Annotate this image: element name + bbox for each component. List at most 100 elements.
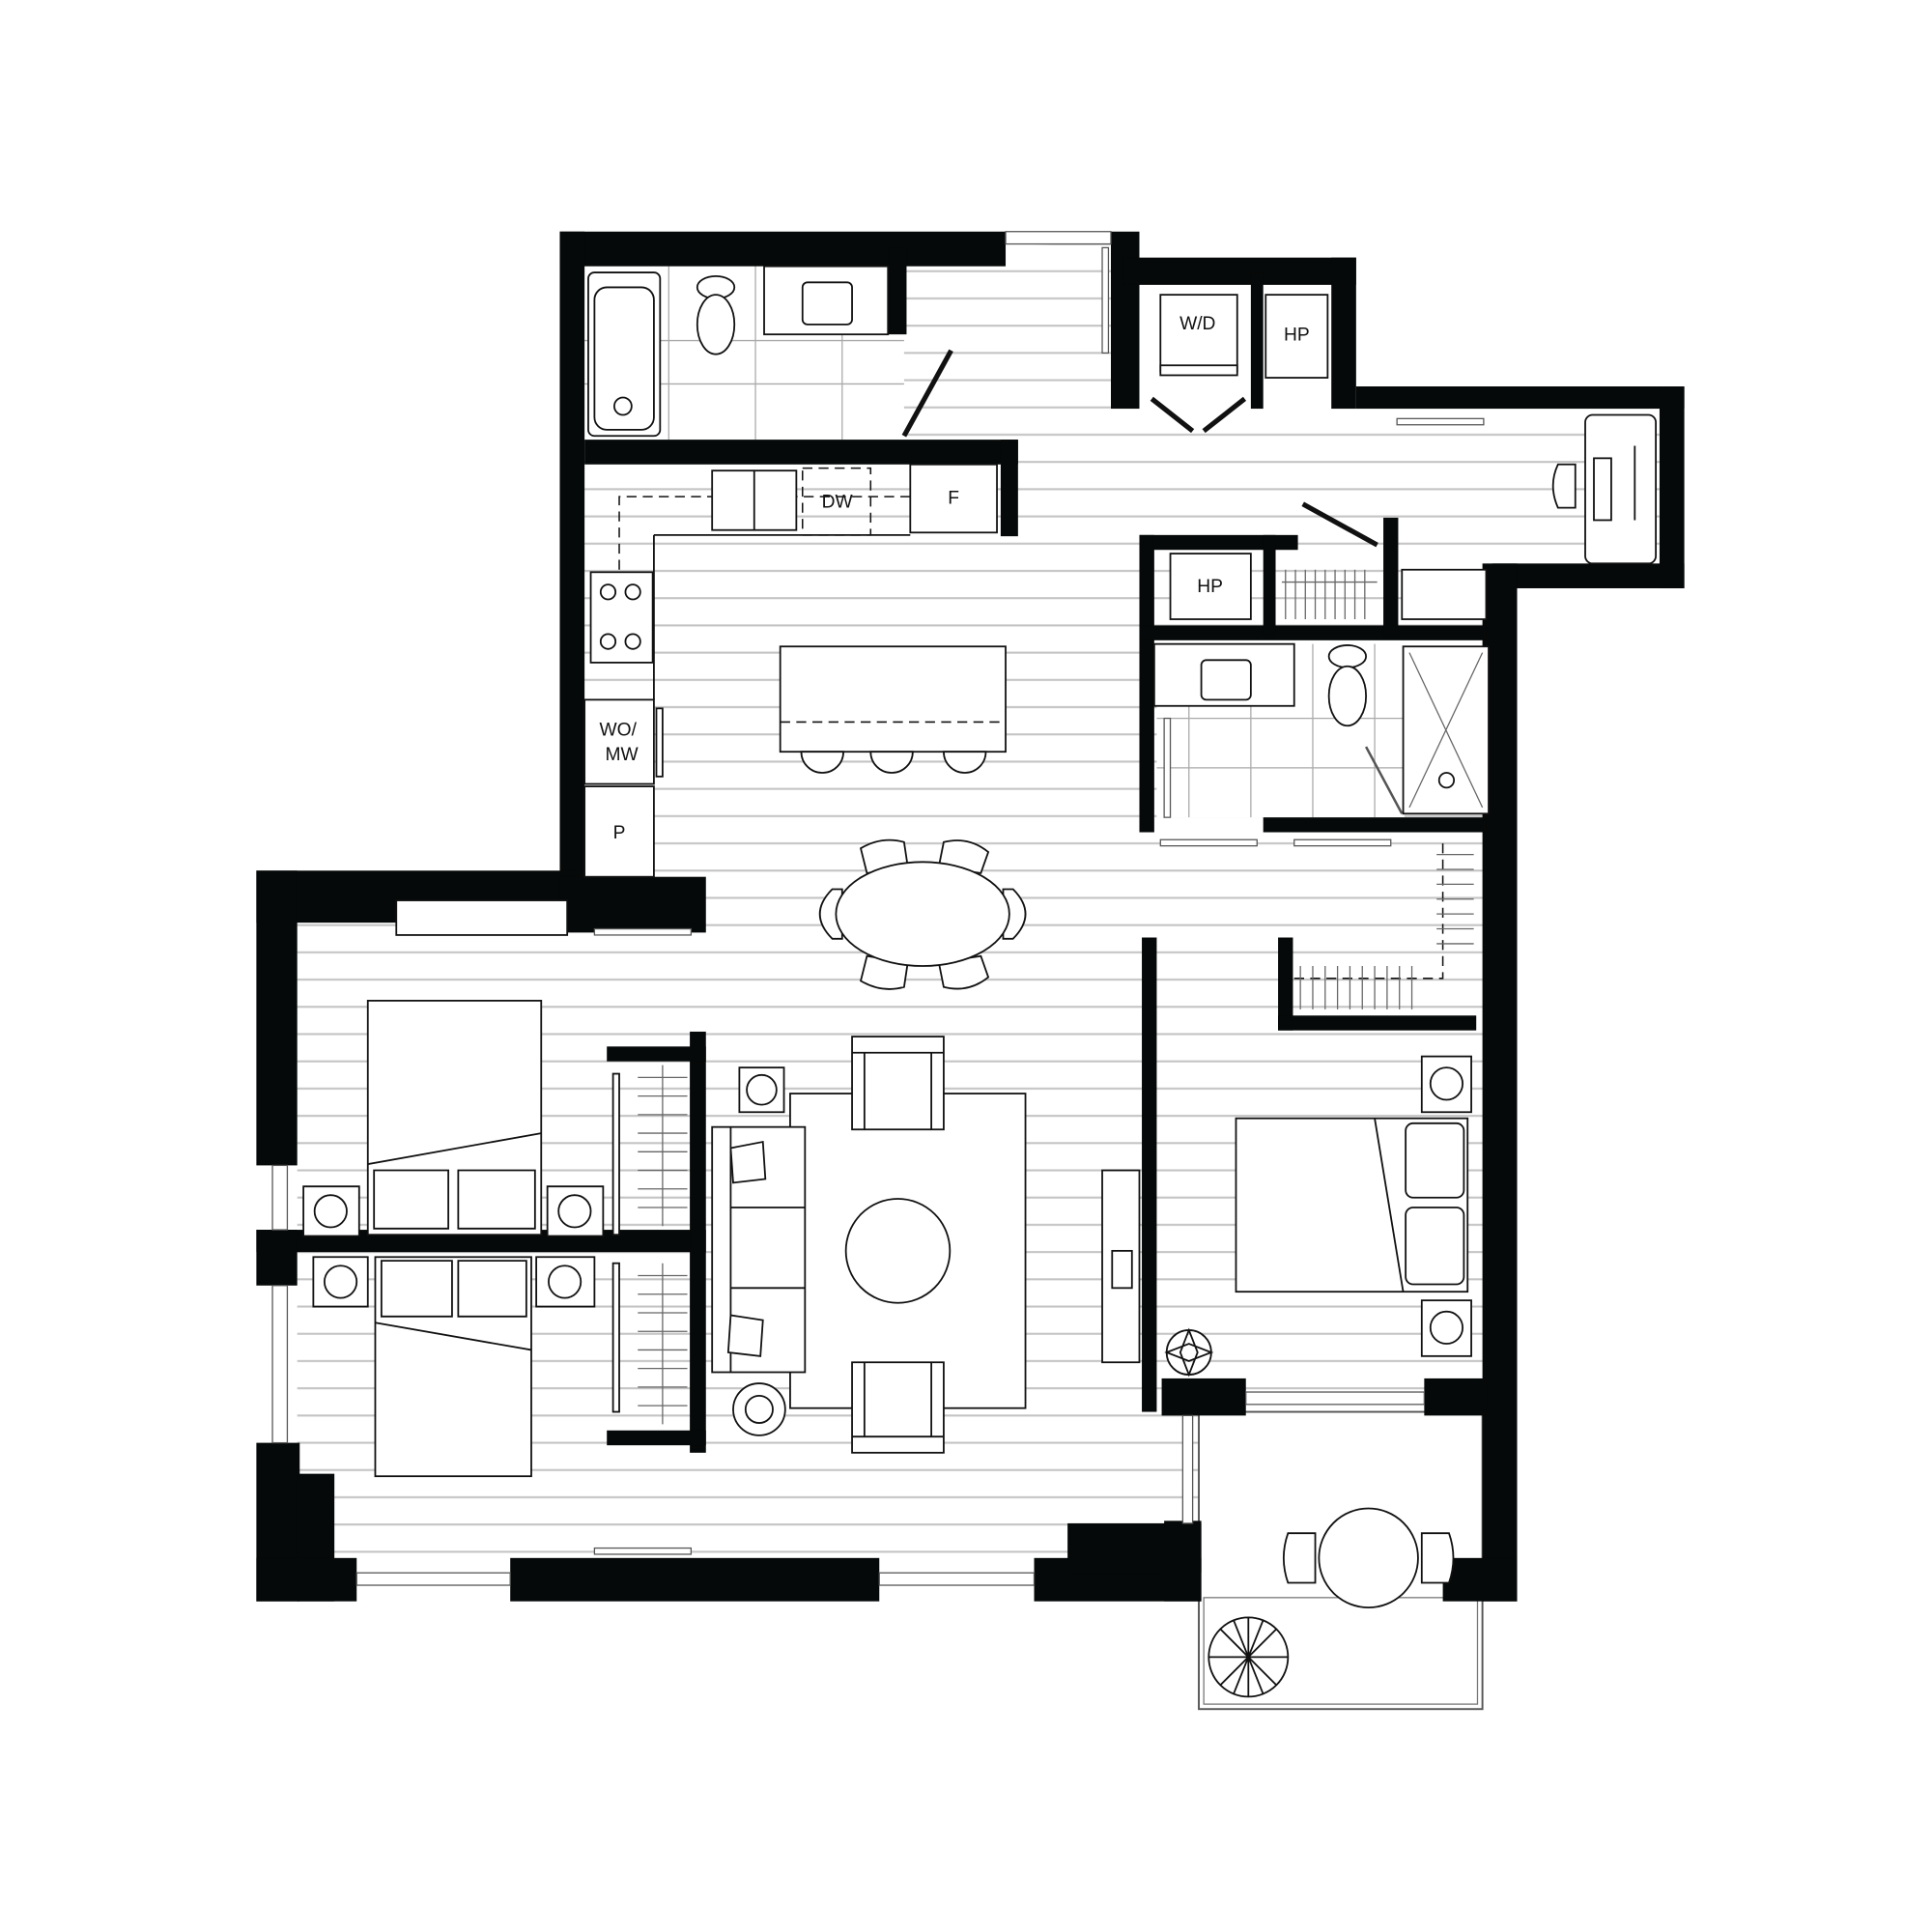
sliding-door[interactable] [1293,838,1392,847]
master-bedroom [1101,1055,1472,1378]
lamp-icon [744,1394,774,1424]
armchair-top [851,1036,945,1131]
bedroom-3 [312,1256,688,1478]
heat-pump-laundry-label: HP [1284,326,1310,346]
monitor [1593,457,1612,522]
wall-segment [256,1557,357,1602]
bathroom-door[interactable] [901,349,953,438]
sink-icon [801,281,853,326]
hall-closets: HP [1169,553,1488,620]
tv-stand [1101,1169,1141,1364]
sliding-door[interactable] [1245,1391,1426,1406]
dining-set [818,838,1027,990]
laundry: W/D HP [1159,294,1329,379]
wall-segment [1278,1015,1477,1031]
wall-segment [1000,440,1018,537]
pillows [380,1260,527,1318]
sliding-door[interactable] [1163,717,1172,818]
wall-segment [607,1430,706,1446]
wall-segment [1161,1378,1246,1416]
dining-table [835,861,1010,967]
lamp-icons [313,1194,592,1229]
pillow-right [1405,1207,1465,1286]
bathroom-1-tile-grid [584,266,904,440]
wall-segment [607,1046,706,1062]
stove-cooktop [589,571,654,664]
bed-blanket-fold [375,1321,532,1351]
wall-segment [1139,534,1154,833]
toilet-tank [1327,644,1367,668]
nightstand-bottom [1420,1299,1472,1357]
kitchen: DW F WO/ MW P [583,463,1007,878]
bathroom-1 [587,265,890,438]
heat-pump-hall [1169,553,1252,620]
wall-segment [1250,272,1264,410]
laundry-door-left[interactable] [1150,396,1195,434]
wall-segment [1142,937,1157,1412]
tv [1111,1249,1133,1290]
sliding-door[interactable] [593,1547,693,1555]
tub-drain-icon [613,396,633,416]
toilet-bowl [1327,665,1367,727]
wall-segment [1355,386,1685,410]
closet-door[interactable] [611,1262,620,1413]
toilet-bowl [696,294,736,355]
wall-segment [888,247,907,335]
wall-segment [1139,534,1298,551]
closet-hangers [638,1263,688,1425]
sink-icon [1200,659,1252,701]
throw-pillows [726,1140,767,1357]
window [878,1572,1036,1586]
sliding-door[interactable] [1101,246,1110,355]
hall-closet-door[interactable] [1301,501,1378,548]
closet-rod [1293,841,1444,980]
armchair-top-back [852,1051,944,1130]
side-table-round [732,1382,786,1436]
bed-blanket-fold [367,1132,542,1166]
bar-stools [800,751,987,774]
laundry-door-right[interactable] [1202,396,1247,434]
walk-in-closet [1293,841,1474,1009]
patio-table [1318,1507,1419,1608]
nightstands [312,1256,596,1308]
sliding-door[interactable] [1159,838,1258,847]
pillows [373,1169,536,1230]
dishwasher-label: DW [822,493,854,513]
desk-chair [1551,463,1577,509]
pantry-label: P [613,823,626,843]
dining-chairs [818,838,1027,990]
plant-icon [1164,1327,1214,1378]
oven-handle [655,707,664,778]
wall-oven-microwave [583,698,655,785]
bedroom-2 [302,1000,688,1237]
wall-segment [1492,563,1685,588]
wall-segment [1263,817,1487,833]
wall-segment [510,1557,880,1602]
bathtub [587,271,662,438]
wall-segment [690,1031,706,1453]
wall-segment [584,440,1018,465]
closet-hangers [1299,853,1474,1009]
lamp-icons [1429,1066,1463,1345]
washer-dryer-door [1159,364,1238,377]
nightstand-top [1420,1055,1472,1114]
wall-oven-label-line2: MW [606,745,639,765]
wall-segment [1164,1520,1202,1602]
coffee-table [844,1198,952,1304]
ensuite-door[interactable] [1364,746,1404,814]
wall-segment [1424,1378,1487,1416]
wall-segment [1442,1557,1518,1602]
wall-segment [1263,534,1276,635]
burner-icons [599,583,641,650]
wall-segment [256,870,298,1166]
lamp-icons [323,1264,582,1299]
washer-dryer-label: W/D [1179,314,1215,334]
sliding-door[interactable] [1396,417,1485,426]
patio-chairs [1282,1532,1455,1584]
window [355,1572,511,1586]
washer-dryer [1159,294,1238,373]
sliding-door[interactable] [593,927,693,936]
pantry [583,785,655,878]
closet-door[interactable] [611,1072,620,1236]
bathtub-inner [593,286,655,431]
